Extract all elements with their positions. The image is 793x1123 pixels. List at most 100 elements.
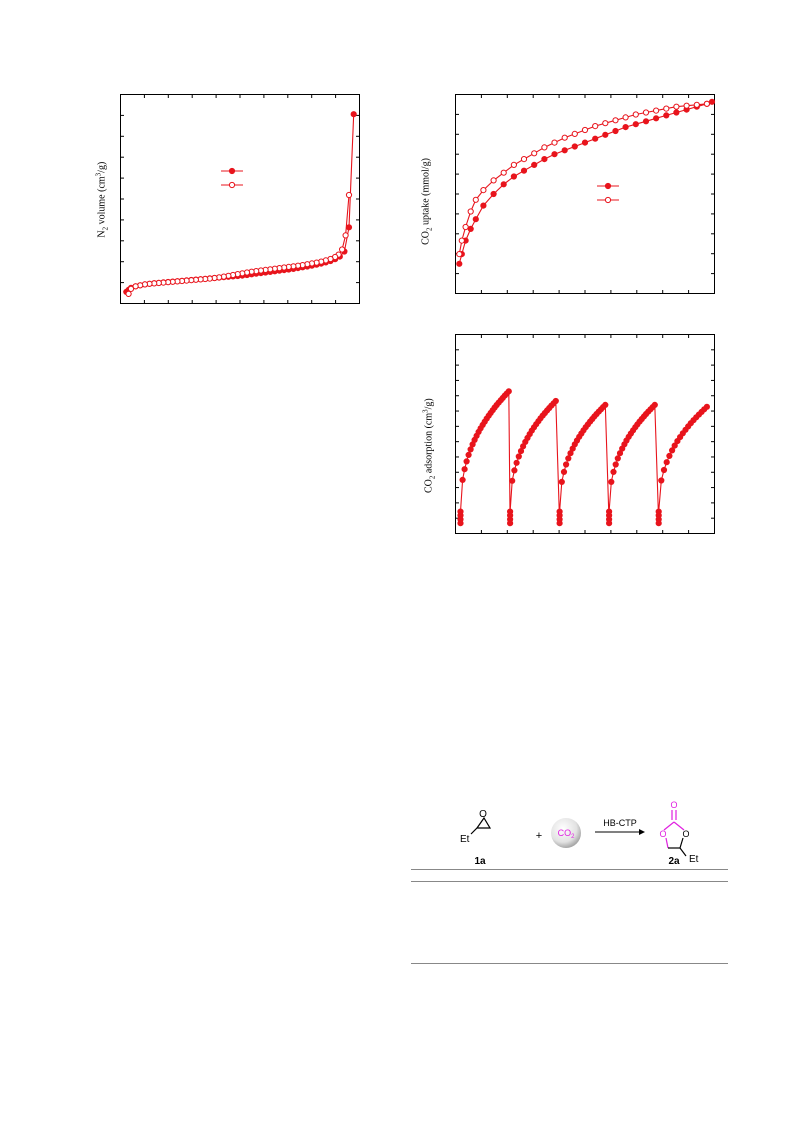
data-point <box>708 98 716 105</box>
cycle-1-point <box>467 446 474 453</box>
cyc-y-axis-label: CO2 adsorption (cm3/g) <box>421 398 437 494</box>
cycle-4-point <box>614 455 621 462</box>
series-line-1 <box>128 194 350 295</box>
axis-ticks <box>455 94 715 294</box>
co2-sphere-icon <box>551 818 581 848</box>
data-point <box>541 144 548 151</box>
data-point <box>622 123 629 131</box>
data-point <box>500 169 507 176</box>
data-point <box>345 191 353 199</box>
cycle-3-point <box>602 401 609 409</box>
data-point <box>663 112 670 119</box>
table-top-rule <box>411 869 728 870</box>
cycle-4-point <box>612 461 619 468</box>
data-point <box>520 167 528 174</box>
data-point <box>458 237 465 244</box>
data-point <box>480 202 487 209</box>
cycle-3-point <box>560 468 568 475</box>
data-point <box>551 139 558 146</box>
cycle-1-point <box>459 476 466 483</box>
cyclic-carbonate-structure <box>663 810 687 857</box>
data-point <box>683 102 690 109</box>
cycle-2-point <box>513 459 520 466</box>
cycle-2-point <box>552 397 559 405</box>
data-point <box>561 147 568 154</box>
epoxide-bonds <box>470 816 492 835</box>
cycle-4-point <box>606 508 613 515</box>
cycle-5-point <box>660 466 668 474</box>
series-line-1 <box>458 103 707 255</box>
plus-sign: + <box>536 830 542 842</box>
co2-sphere-label: CO2 <box>558 828 576 840</box>
co2-cycles-chart <box>455 334 715 534</box>
arrow-head-icon <box>639 829 645 835</box>
cycle-1-point <box>463 458 470 465</box>
plot-frame <box>455 334 715 534</box>
cycle-2-point <box>509 477 516 484</box>
data-point <box>462 223 469 231</box>
data-point <box>592 135 599 142</box>
cycle-2-point <box>511 467 518 474</box>
data-point <box>551 151 558 158</box>
cycle-1-point <box>461 466 468 473</box>
cycle-1-point <box>465 451 472 459</box>
cycle-4-point <box>608 478 615 485</box>
data-point <box>703 100 710 107</box>
cycle-3-point <box>558 478 565 485</box>
data-point <box>561 134 568 141</box>
epoxide-oxygen: O <box>479 809 487 820</box>
axis-ticks <box>120 94 360 304</box>
data-point <box>490 190 497 198</box>
data-point <box>653 115 660 122</box>
data-point <box>632 111 639 118</box>
data-point <box>467 208 474 215</box>
cycle-4-point <box>610 468 617 475</box>
data-point <box>456 260 463 267</box>
data-point <box>612 127 619 135</box>
data-point <box>531 150 538 157</box>
n2-y-axis-label: N2 volume (cm3/g) <box>94 161 110 238</box>
carbonyl-oxygen: O <box>670 800 677 810</box>
product-ethyl: Et <box>689 854 699 865</box>
data-point <box>480 187 487 194</box>
data-point <box>663 105 670 112</box>
cycle-3-point <box>565 455 572 462</box>
compound-1a-label: 1a <box>474 856 486 867</box>
data-point <box>127 285 135 292</box>
data-point <box>500 181 507 188</box>
data-point <box>592 122 599 130</box>
epoxide-ethyl: Et <box>460 834 470 845</box>
data-point <box>510 173 518 180</box>
cycle-2-point <box>507 508 514 515</box>
cycle-1-point <box>505 388 512 395</box>
cycle-4-point <box>651 401 658 409</box>
co2-uptake-chart <box>455 94 716 294</box>
data-point <box>622 114 629 121</box>
co2-y-axis-label: CO2 uptake (mmol/g) <box>420 158 434 245</box>
data-point <box>673 109 680 116</box>
table-header-rule <box>411 881 728 882</box>
cycle-5-point <box>669 447 676 454</box>
ring-oxygen-left: O <box>659 829 666 839</box>
data-point <box>571 143 578 150</box>
data-point <box>132 283 139 290</box>
data-point <box>693 101 700 108</box>
legend-marker <box>604 196 612 204</box>
data-point <box>602 131 609 138</box>
cycle-5-point <box>666 452 673 460</box>
compound-2a-label: 2a <box>668 856 680 867</box>
data-point <box>520 156 528 163</box>
data-point <box>602 120 609 127</box>
n2-isotherm-chart <box>120 94 360 304</box>
cycle-5-point <box>671 442 678 449</box>
legend-marker <box>604 182 612 190</box>
data-point <box>345 224 353 231</box>
data-point <box>581 126 589 134</box>
data-point <box>472 196 479 203</box>
data-point <box>653 107 660 114</box>
cycle-3-point <box>563 461 570 468</box>
cycle-3-point <box>556 508 563 515</box>
cycle-5-point <box>703 403 710 410</box>
data-point <box>612 117 619 124</box>
cycle-1-point <box>457 508 464 515</box>
